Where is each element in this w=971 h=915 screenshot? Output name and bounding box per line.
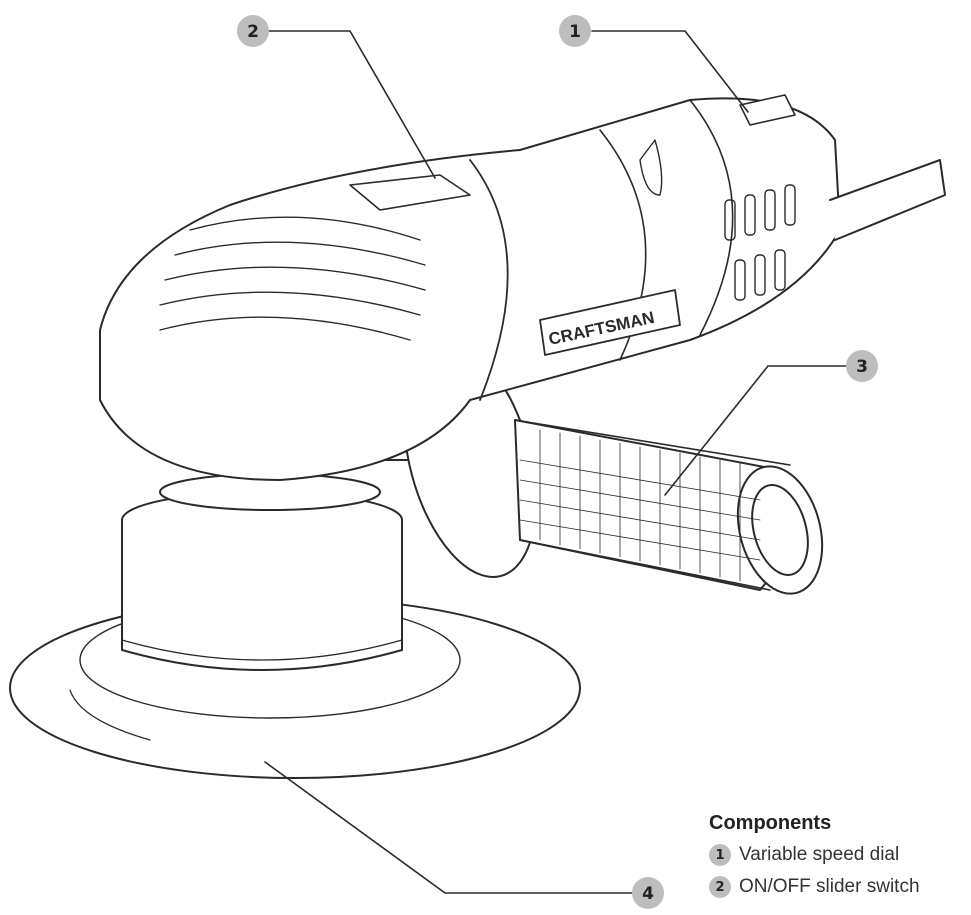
legend-number: 2 [709,876,731,898]
leader-lines [264,30,849,894]
svg-text:2: 2 [247,22,259,42]
leader-line-3 [664,365,849,496]
legend-label: ON/OFF slider switch [739,876,920,897]
legend-item: 2 ON/OFF slider switch [709,871,971,903]
legend-title: Components [709,812,832,834]
brand-plate [539,289,681,356]
components-legend: Components 1 Variable speed dial 2 ON/OF… [709,812,971,903]
legend-item: 1 Variable speed dial [709,839,971,871]
leader-line-2 [265,30,436,179]
svg-text:4: 4 [642,884,654,904]
legend-number: 1 [709,844,731,866]
legend-label: Variable speed dial [739,844,900,865]
svg-text:1: 1 [569,22,581,42]
pad-hub [121,473,403,671]
leader-line-4 [264,761,634,894]
speed-dial [739,94,796,126]
callout-badge-2: 2 [237,15,269,47]
callout-badge-3: 3 [846,350,878,382]
callout-badge-1: 1 [559,15,591,47]
slider-switch [349,174,471,211]
motor-housing [99,94,946,481]
svg-text:3: 3 [856,357,868,377]
leader-line-1 [591,30,749,113]
callout-badge-4: 4 [632,877,664,909]
